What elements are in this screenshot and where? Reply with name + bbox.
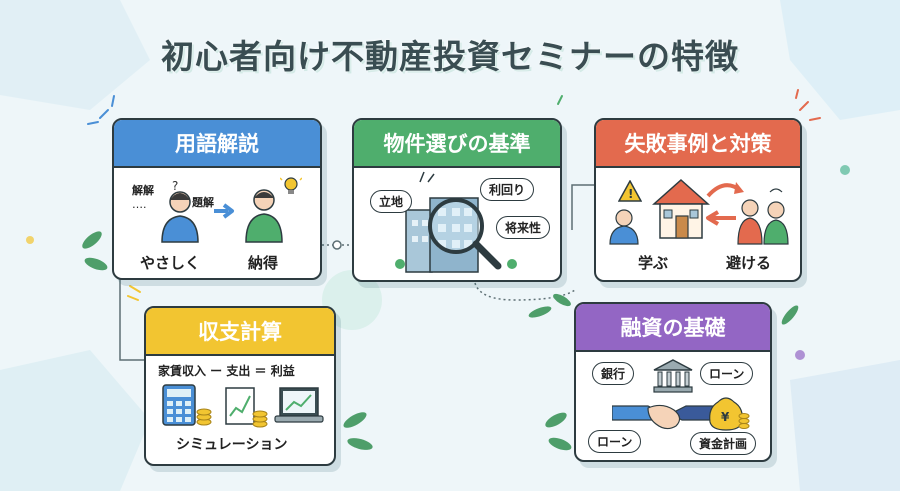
card-financing-basics: 融資の基礎 ¥ 銀行 ローン ローン 資金計画	[574, 302, 772, 462]
svg-text:?: ?	[172, 179, 178, 193]
label-easy: やさしく	[140, 254, 201, 272]
people-pair-icon	[737, 188, 789, 245]
sparkle-lines-icon	[419, 171, 435, 183]
tag-loan-bottom: ローン	[588, 430, 642, 453]
card-budget-calculation: 収支計算 家賃収入 ー 支出 ＝ 利益	[144, 306, 336, 466]
card-failure-title: 失敗事例と対策	[624, 132, 772, 156]
card-failure-cases: 失敗事例と対策 ! 学ぶ	[594, 118, 802, 282]
card-property-header: 物件選びの基準	[354, 120, 560, 168]
card-terminology: 用語解説 解解 …. 題解 ? やさしく 納得	[112, 118, 322, 280]
handshake-icon	[612, 404, 722, 430]
page-title: 初心者向け不動産投資セミナーの特徴	[161, 37, 739, 76]
card-property-title: 物件選びの基準	[383, 132, 531, 156]
warning-icon: !	[618, 180, 642, 202]
formula-text: 家賃収入 ー 支出 ＝ 利益	[158, 364, 295, 378]
bank-icon	[653, 359, 693, 393]
svg-text:!: !	[628, 187, 633, 201]
house-icon	[652, 178, 710, 239]
card-financing-title: 融資の基礎	[620, 316, 726, 340]
currency-symbol: ¥	[721, 410, 730, 424]
label-understood: 納得	[248, 254, 279, 272]
tag-future-potential: 将来性	[496, 216, 551, 239]
label-avoid: 避ける	[726, 254, 772, 272]
tag-bank: 銀行	[592, 362, 635, 385]
card-terminology-title: 用語解説	[175, 132, 259, 156]
label-learn: 学ぶ	[638, 254, 669, 272]
card-budget-header: 収支計算	[146, 308, 334, 356]
chart-document-icon	[225, 387, 268, 428]
worried-person-icon	[609, 209, 639, 245]
confused-person-icon: ?	[161, 179, 199, 243]
tag-location: 立地	[370, 190, 413, 213]
arrow-right-icon	[214, 203, 234, 219]
arrow-curved-right-icon	[706, 182, 744, 198]
simulation-label: シミュレーション	[176, 437, 288, 453]
laptop-chart-icon	[274, 387, 324, 423]
confused-text-1: 解解	[132, 184, 154, 197]
card-property-selection: 物件選びの基準 立地 利回り 将来性	[352, 118, 562, 282]
arrow-left-icon	[706, 210, 736, 226]
understanding-person-icon	[245, 189, 283, 243]
tag-funding-plan: 資金計画	[690, 432, 757, 455]
money-bag-icon	[709, 397, 750, 431]
tag-yield: 利回り	[480, 178, 535, 201]
lightbulb-icon	[280, 177, 302, 194]
card-budget-title: 収支計算	[198, 320, 282, 344]
tag-loan-top: ローン	[700, 362, 754, 385]
card-failure-header: 失敗事例と対策	[596, 120, 800, 168]
card-terminology-header: 用語解説	[114, 120, 320, 168]
building-magnifier-icon	[395, 197, 517, 273]
confused-text-2: 題解	[192, 196, 214, 209]
card-financing-header: 融資の基礎	[576, 304, 770, 352]
confused-dots: ….	[132, 198, 147, 211]
calculator-icon	[162, 384, 212, 426]
